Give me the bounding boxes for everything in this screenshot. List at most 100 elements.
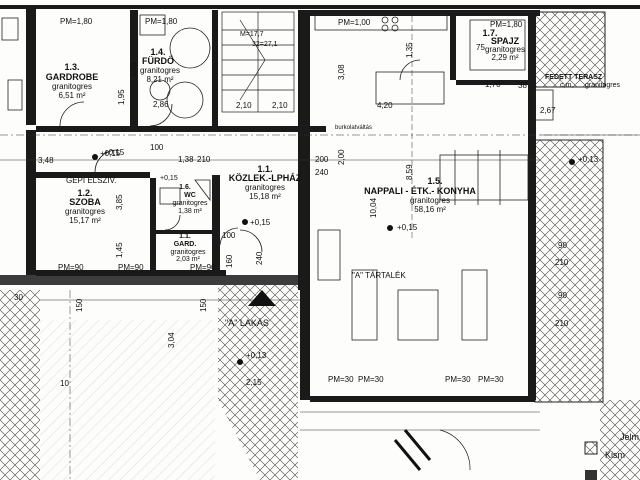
room-area: 2,03 m² (176, 256, 200, 263)
room-label-terrace: FEDETT TERASZ c,m, granitogres (545, 74, 621, 89)
dim-label: 2,86 (153, 100, 169, 109)
dim-label: 90 (558, 241, 567, 250)
dim-label: 200 (315, 155, 329, 164)
room-number: 1.7. (482, 28, 497, 38)
room-label-nappali: 1.5. NAPPALI - ÉTK.- KONYHA granitogres … (364, 176, 476, 214)
room-name: FÜRDŐ (142, 55, 174, 66)
storage-label: "A" TÁRTALÉK (352, 271, 406, 280)
level-corridor: +0,15 (250, 218, 271, 227)
room-name: GARD. (174, 241, 197, 248)
bathroom-fixtures (1, 14, 211, 205)
dim-label: 100 (150, 143, 164, 152)
dim-label: 210 (555, 319, 569, 328)
room-label-kozlek: 1.1. KÖZLEK.-LPHÁZ granitogres 15,18 m² (229, 164, 302, 201)
dim-label: PM=30 (328, 375, 354, 384)
room-number: 1.1. (257, 164, 272, 174)
dim-label: 210 (197, 155, 211, 164)
legend-label-2: Kism (605, 450, 625, 460)
stair-label-2: 32=27,1 (252, 41, 278, 48)
dim-label: 150 (199, 298, 208, 312)
dim-label: 100 (222, 231, 236, 240)
dim-label: PM=90 (58, 263, 84, 272)
walls (0, 5, 640, 402)
dim-label: 1,70 (485, 80, 501, 89)
dim-label: 30 (14, 293, 23, 302)
room-area: 2,29 m² (491, 53, 518, 62)
room-number: 1.6. (179, 184, 191, 191)
room-material: granitogres (585, 82, 621, 89)
dim-label: 4,20 (377, 101, 393, 110)
floor-change-note: burkolatváltás (335, 125, 372, 131)
furniture (314, 13, 554, 341)
dim-label: PM=30 (478, 375, 504, 384)
room-material: granitogres (65, 207, 105, 216)
entry-marker (248, 290, 471, 471)
room-area: c,m, (560, 82, 573, 89)
dim-label: PM=90 (118, 263, 144, 272)
room-number: 1.3. (64, 62, 79, 72)
level-markers (92, 154, 575, 365)
dim-label: 3,08 (337, 64, 346, 80)
room-label-gardrobe: 1.3. GARDROBE granitogres 6,51 m² (46, 62, 99, 100)
room-name: SZOBA (69, 197, 101, 207)
dim-label: 210 (555, 258, 569, 267)
stair-label: M=17,7 (240, 31, 264, 38)
dimension-labels: PM=1,80 PM=1,80 PM=1,00 PM=1,80 PM=90 PM… (14, 17, 569, 388)
level-terrace: +0,13 (578, 155, 599, 164)
dim-label: 38 (518, 81, 527, 90)
dimension-lines (0, 16, 640, 480)
level-living: +0,15 (397, 223, 418, 232)
dim-label: 90 (558, 291, 567, 300)
room-label-wc: 1.6. WC granitogres 1,38 m² (172, 184, 208, 215)
room-material: granitogres (410, 196, 450, 205)
room-material: granitogres (140, 66, 180, 75)
room-material: granitogres (172, 200, 208, 207)
dim-label: PM=30 (445, 375, 471, 384)
room-material: granitogres (52, 82, 92, 91)
room-label-szoba: 1.2. SZOBA granitogres 15,17 m² (65, 188, 105, 225)
room-number: 1.2. (77, 188, 92, 198)
dim-label: 160 (225, 254, 234, 268)
dim-label: 240 (255, 251, 264, 265)
staircase (221, 11, 295, 113)
dim-label: 3,04 (167, 332, 176, 348)
dim-label: 2,67 (540, 106, 556, 115)
level-room: +0,15 (100, 149, 121, 158)
room-label-furdo: 1.4. FÜRDŐ granitogres 8,21 m² (140, 47, 180, 84)
dim-label: 1,95 (117, 89, 126, 105)
dim-label: PM=1,00 (338, 18, 371, 27)
dim-label: 240 (315, 168, 329, 177)
dim-label: 3,85 (115, 194, 124, 210)
doors (59, 59, 421, 253)
dim-label: PM=1,80 (490, 20, 523, 29)
room-area: 15,17 m² (69, 216, 101, 225)
room-name: NAPPALI - ÉTK.- KONYHA (364, 186, 476, 196)
room-area: 6,51 m² (58, 91, 85, 100)
dim-label: 10 (60, 379, 69, 388)
dim-label: 10,04 (369, 197, 378, 218)
room-label-gard: 1.1. GARD. granitogres 2,03 m² (170, 233, 206, 263)
room-number: 1.1. (179, 233, 191, 240)
dim-label: 2,15 (246, 378, 262, 387)
dim-label: +0,15 (104, 148, 125, 157)
dim-label: 1,38 (178, 155, 194, 164)
dim-label: 2,10 (236, 101, 252, 110)
dim-label: 8,59 (405, 164, 414, 180)
dim-label: 1,35 (405, 42, 414, 58)
hatched-areas (0, 11, 640, 480)
apartment-label: "A" LAKÁS (225, 318, 269, 328)
room-name: SPAJZ (491, 36, 520, 46)
room-number: 1.4. (150, 47, 165, 57)
dim-label: PM=1,80 (145, 17, 178, 26)
room-material: granitogres (485, 45, 525, 54)
dim-label: PM=1,80 (60, 17, 93, 26)
dim-label: 3,05 (129, 62, 138, 78)
room-material: granitogres (245, 183, 285, 192)
room-area: 1,38 m² (178, 208, 202, 215)
dim-label: PM=90 (190, 263, 216, 272)
dim-label: 2,10 (272, 101, 288, 110)
room-area: 8,21 m² (146, 75, 173, 84)
dim-label: 75 (476, 43, 485, 52)
legend-label-1: Jelm (620, 432, 639, 442)
